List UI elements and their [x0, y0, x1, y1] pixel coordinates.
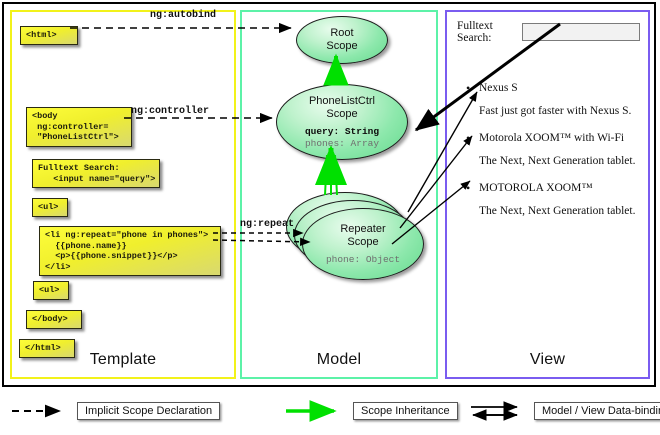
list-item: Nexus S Fast just got faster with Nexus …: [457, 81, 640, 117]
phone-snippet: The Next, Next Generation tablet.: [479, 205, 636, 217]
ng-repeat-label: ng:repeat: [240, 219, 295, 230]
view-search-label: Fulltext Search:: [457, 20, 493, 44]
list-item: MOTOROLA XOOM™ The Next, Next Generation…: [457, 181, 640, 217]
phone-name: Nexus S: [457, 81, 640, 96]
search-box: Fulltext Search: <input name="query">: [32, 159, 160, 188]
phone-name: Motorola XOOM™ with Wi-Fi: [457, 131, 640, 146]
diagram-frame: <html> <body ng:controller= "PhoneListCt…: [2, 2, 656, 387]
prop-query: query: String: [304, 126, 380, 137]
ng-autobind-label: ng:autobind: [150, 10, 217, 21]
legend-implicit-scope-declaration: Implicit Scope Declaration: [8, 400, 221, 422]
body-close-box: </body>: [26, 310, 82, 329]
ul-close-box: <ul>: [33, 281, 69, 300]
green-arrow-icon: [286, 400, 337, 422]
legend-scope-inheritance: Scope Inheritance: [284, 400, 458, 422]
ng-controller-label: ng:controller: [131, 106, 210, 117]
prop-phones: phones: Array: [304, 137, 380, 149]
ul-open-box: <ul>: [32, 198, 68, 217]
panel-template: <html> <body ng:controller= "PhoneListCt…: [10, 10, 236, 379]
phonelistctrl-scope-props: query: String phones: Array: [305, 126, 379, 149]
phone-snippet: Fast just got faster with Nexus S.: [479, 105, 632, 117]
dashed-arrow-icon: [12, 404, 61, 418]
repeater-scope-props: phone: Object: [326, 254, 400, 266]
double-arrow-icon: [471, 401, 518, 421]
legend: Implicit Scope Declaration Scope Inherit…: [0, 392, 660, 435]
list-item: Motorola XOOM™ with Wi-Fi The Next, Next…: [457, 131, 640, 167]
panel-label-model: Model: [316, 351, 362, 368]
view-phone-list: Nexus S Fast just got faster with Nexus …: [457, 81, 640, 217]
prop-phone: phone: Object: [325, 253, 401, 265]
panel-view: Fulltext Search: Nexus S Fast just got f…: [445, 10, 650, 379]
legend-model-view-data-binding: Model / View Data-binding: [465, 400, 660, 422]
legend-label: Implicit Scope Declaration: [77, 402, 221, 420]
view-search-input[interactable]: [522, 23, 640, 41]
view-content: Fulltext Search: Nexus S Fast just got f…: [457, 20, 640, 217]
phone-name: MOTOROLA XOOM™: [457, 181, 640, 196]
html-close-box: </html>: [19, 339, 75, 358]
panel-label-view: View: [529, 351, 566, 368]
view-search-row: Fulltext Search:: [457, 20, 640, 44]
panel-label-template: Template: [89, 351, 157, 368]
li-repeat-box: <li ng:repeat="phone in phones"> {{phone…: [39, 226, 221, 276]
phone-snippet: The Next, Next Generation tablet.: [479, 155, 636, 167]
body-open-box: <body ng:controller= "PhoneListCtrl">: [26, 107, 132, 147]
html-open-box: <html>: [20, 26, 78, 45]
legend-label: Scope Inheritance: [353, 402, 458, 420]
legend-label: Model / View Data-binding: [534, 402, 660, 420]
